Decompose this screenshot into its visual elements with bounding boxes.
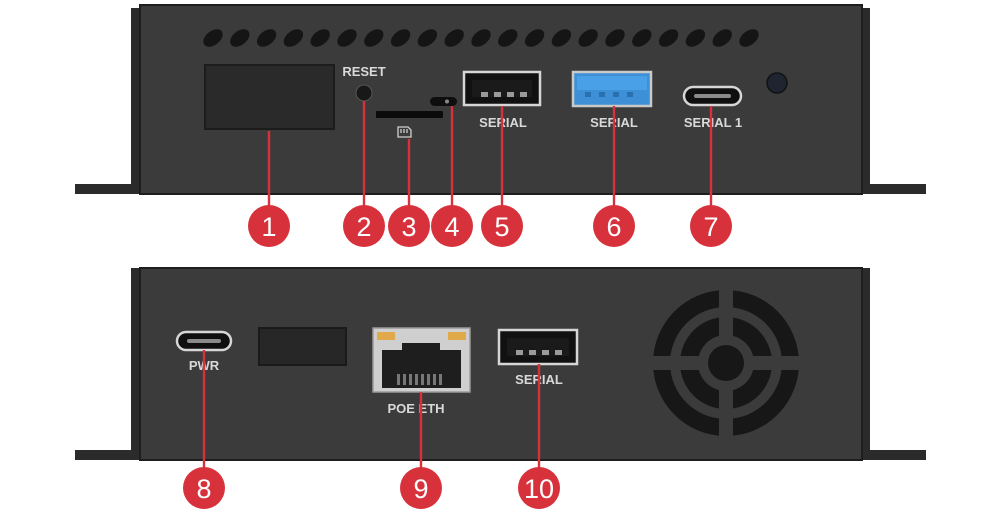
- rj45-ethernet-port[interactable]: [372, 327, 471, 393]
- blank-cover-plate: [258, 327, 347, 366]
- vent-slot: [578, 29, 598, 47]
- vent-slot: [605, 29, 625, 47]
- callout-number-7: 7: [703, 212, 718, 242]
- reset-label: RESET: [342, 64, 385, 79]
- vent-slot: [364, 29, 384, 47]
- fan-grille: [651, 288, 801, 438]
- bottom-left-bracket-flange: [131, 268, 140, 460]
- reset-button[interactable]: [355, 84, 373, 102]
- vent-slot: [712, 29, 732, 47]
- display-window: [204, 64, 335, 130]
- callout-number-8: 8: [196, 474, 211, 504]
- callouts: 1 2 3 4 5 6 7 8: [183, 101, 732, 509]
- vent-slot: [283, 29, 304, 47]
- vent-slot: [310, 29, 330, 47]
- top-right-bracket-flange: [861, 8, 870, 194]
- status-led: [766, 72, 788, 94]
- vent-slot: [524, 29, 545, 47]
- slide-switch-knob: [445, 99, 449, 104]
- callout-marker-9: 9: [400, 467, 442, 509]
- usb-c-port[interactable]: [682, 85, 743, 107]
- bottom-right-bracket-flange: [861, 268, 870, 460]
- sd-card-slot[interactable]: [376, 111, 443, 118]
- vent-slot: [471, 29, 491, 47]
- callout-marker-5: 5: [481, 205, 523, 247]
- poe-eth-label: POE ETH: [387, 401, 444, 416]
- callout-number-3: 3: [401, 212, 416, 242]
- vent-slot: [444, 29, 464, 47]
- callout-number-2: 2: [356, 212, 371, 242]
- callout-marker-4: 4: [431, 205, 473, 247]
- vent-slot: [685, 29, 706, 47]
- callout-number-9: 9: [413, 474, 428, 504]
- bottom-usb-a-port[interactable]: [497, 328, 579, 366]
- vent-slot: [658, 29, 679, 47]
- vent-slot: [417, 29, 438, 47]
- slide-switch[interactable]: [430, 97, 457, 106]
- callout-marker-6: 6: [593, 205, 635, 247]
- vent-slot: [390, 29, 411, 47]
- vent-slot: [498, 29, 518, 47]
- bottom-left-bracket: [75, 450, 143, 460]
- vent-slot: [337, 29, 357, 47]
- callout-marker-7: 7: [690, 205, 732, 247]
- bottom-right-bracket: [860, 450, 926, 460]
- callout-number-6: 6: [606, 212, 621, 242]
- power-usb-c-port[interactable]: [175, 330, 233, 352]
- callout-marker-8: 8: [183, 467, 225, 509]
- top-left-bracket: [75, 184, 143, 194]
- top-left-bracket-flange: [131, 8, 140, 194]
- vent-slot: [203, 29, 223, 47]
- vent-slot: [632, 29, 652, 47]
- usb-a-port[interactable]: [462, 70, 542, 107]
- callout-number-1: 1: [261, 212, 276, 242]
- vent-slot: [551, 29, 572, 47]
- usb3-port[interactable]: [571, 70, 653, 108]
- vent-slot: [739, 29, 759, 47]
- callout-marker-3: 3: [388, 205, 430, 247]
- callout-marker-10: 10: [518, 467, 560, 509]
- callout-marker-1: 1: [248, 205, 290, 247]
- callout-marker-2: 2: [343, 205, 385, 247]
- callout-number-5: 5: [494, 212, 509, 242]
- top-panel: RESET SERIAL: [75, 4, 926, 195]
- top-right-bracket: [860, 184, 926, 194]
- vent-slots: [203, 29, 759, 47]
- usb-c-serial1-label: SERIAL 1: [684, 115, 742, 130]
- sd-card-icon: [397, 126, 412, 138]
- bottom-panel: PWR POE ETH: [75, 267, 926, 461]
- vent-slot: [230, 29, 250, 47]
- vent-slot: [256, 29, 277, 47]
- callout-number-4: 4: [444, 212, 459, 242]
- callout-number-10: 10: [524, 474, 554, 504]
